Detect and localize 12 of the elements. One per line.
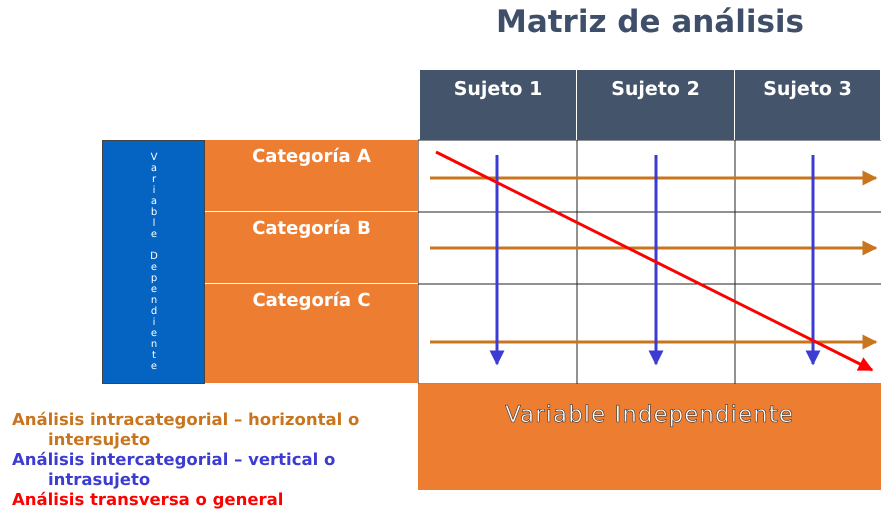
title: Matriz de análisis	[494, 4, 806, 40]
column-header: Sujeto 3	[735, 70, 881, 140]
legend-text: Análisis transversa o general	[12, 490, 284, 510]
vertical-band: Variable Dependiente	[102, 140, 205, 384]
column-header: Sujeto 2	[577, 70, 735, 140]
row-header: Categoría A	[205, 140, 418, 212]
legend-text: Análisis intracategorial – horizontal o intersujeto	[12, 410, 360, 450]
row-header: Categoría C	[205, 284, 418, 384]
variable-band: Variable Independiente	[418, 384, 881, 490]
row-header: Categoría B	[205, 212, 418, 284]
column-header: Sujeto 1	[420, 70, 577, 140]
legend-text: Análisis intercategorial – vertical o intrasujeto	[12, 450, 336, 490]
